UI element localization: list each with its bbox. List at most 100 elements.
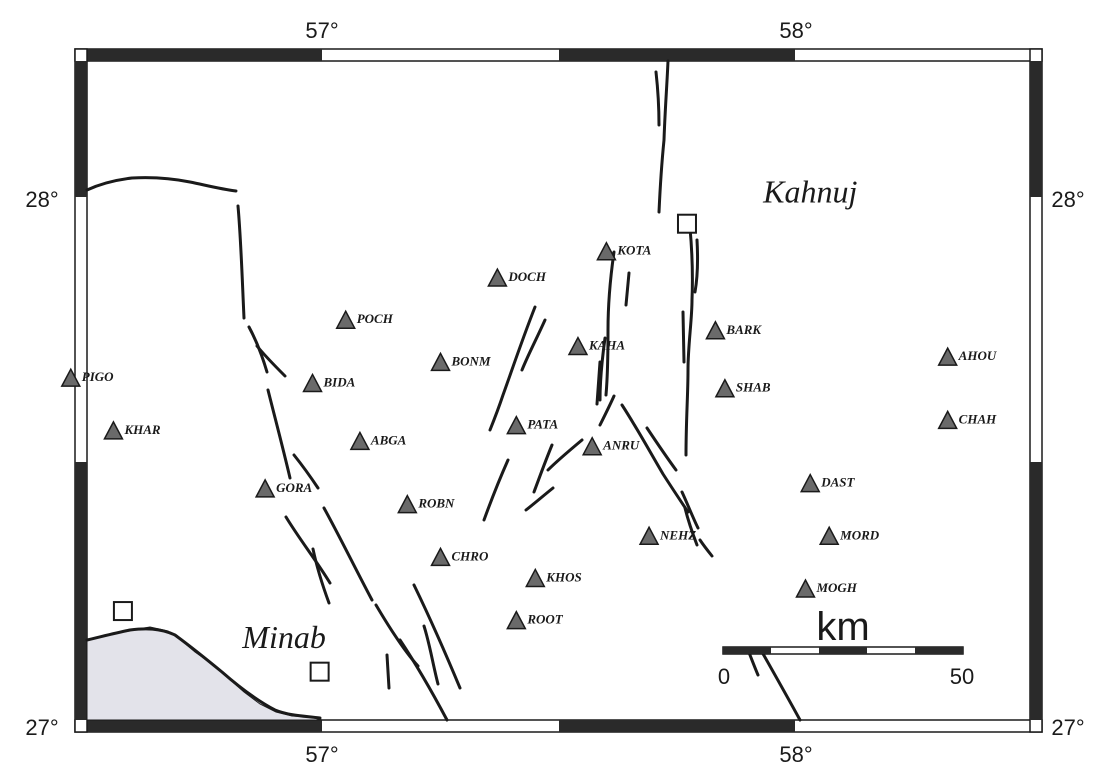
- fault-west-5: [292, 453, 320, 490]
- fault-e-1: [620, 403, 690, 514]
- fault-e-4: [683, 506, 699, 547]
- station-anru: ANRU: [581, 436, 640, 456]
- scale-tick-50: 50: [950, 664, 974, 689]
- fault-sw-1: [488, 305, 537, 432]
- fault-sw-2: [520, 318, 547, 372]
- station-doch: DOCH: [487, 267, 547, 287]
- scale-title: km: [816, 605, 869, 649]
- station-label: ABGA: [370, 432, 407, 447]
- station-nehz: NEHZ: [638, 525, 696, 546]
- fault-e-3: [680, 490, 700, 530]
- station-label: POCH: [357, 311, 394, 326]
- fault-kahnuj-3: [681, 310, 686, 364]
- station-triangle-icon: [567, 335, 589, 356]
- station-triangle-icon: [397, 494, 418, 514]
- station-triangle-icon: [937, 346, 958, 366]
- station-label: AHOU: [958, 348, 997, 363]
- station-triangle-icon: [254, 478, 276, 498]
- station-label: BONM: [451, 353, 491, 368]
- station-label: PATA: [527, 417, 558, 432]
- scale-seg-3: [915, 647, 963, 654]
- station-label: NEHZ: [659, 527, 696, 542]
- scale-seg-1: [723, 647, 771, 654]
- frame-left-dark-2: [75, 462, 87, 720]
- place-label-minab: Minab: [241, 619, 326, 655]
- fault-north-branch: [654, 70, 661, 127]
- station-kota: KOTA: [596, 241, 652, 261]
- fault-central-3: [595, 360, 602, 406]
- coast-town-marker: [112, 601, 133, 622]
- fault-south-2: [322, 506, 374, 602]
- station-chah: CHAH: [937, 409, 997, 430]
- frame-right-dark-2: [1030, 462, 1042, 720]
- station-kaha: KAHA: [567, 335, 625, 356]
- towns-layer: [112, 213, 697, 682]
- station-label: MORD: [839, 527, 880, 542]
- fault-kahnuj-1: [684, 226, 694, 457]
- station-triangle-icon: [799, 472, 821, 493]
- station-triangle-icon: [596, 241, 617, 261]
- station-triangle-icon: [795, 578, 816, 598]
- lon-label-top-57: 57°: [305, 18, 338, 43]
- kahnuj-town-marker: [676, 213, 697, 234]
- station-label: BIDA: [323, 374, 356, 389]
- station-bonm: BONM: [430, 351, 491, 372]
- fault-west-4: [266, 388, 292, 480]
- fault-central-2: [624, 271, 631, 307]
- station-triangle-icon: [335, 309, 356, 329]
- fault-south-8: [385, 653, 391, 690]
- station-abga: ABGA: [349, 430, 407, 451]
- fault-sw-3: [482, 458, 510, 522]
- lat-label-right-28: 28°: [1051, 187, 1084, 212]
- fault-e-2: [645, 426, 678, 472]
- station-label: BARK: [725, 322, 762, 337]
- fault-south-7: [422, 624, 440, 686]
- station-triangle-icon: [103, 420, 124, 440]
- fault-sw-4: [532, 443, 554, 494]
- station-gora: GORA: [254, 478, 313, 498]
- lat-label-left-27: 27°: [25, 715, 58, 740]
- frame-bottom-dark-2: [559, 720, 795, 732]
- station-bida: BIDA: [302, 372, 356, 393]
- station-label: SHAB: [736, 380, 771, 395]
- station-triangle-icon: [349, 430, 371, 451]
- fault-e-5: [698, 538, 714, 558]
- fault-central-4: [598, 336, 607, 402]
- frame-top-dark-2: [559, 49, 795, 61]
- coastline-detail: [85, 627, 322, 720]
- station-mogh: MOGH: [795, 578, 858, 598]
- station-mord: MORD: [818, 525, 880, 546]
- station-label: CHRO: [452, 548, 489, 563]
- minab-town-marker: [309, 661, 330, 682]
- station-triangle-icon: [705, 320, 726, 340]
- station-label: KOTA: [616, 243, 651, 258]
- station-label: KAHA: [588, 338, 625, 353]
- place-label-kahnuj: Kahnuj: [762, 174, 857, 210]
- fault-south-6: [398, 638, 449, 722]
- station-label: ROOT: [526, 612, 563, 627]
- lon-label-bottom-58: 58°: [779, 742, 812, 767]
- fault-south-5: [412, 583, 462, 690]
- station-triangle-icon: [506, 415, 527, 435]
- station-triangle-icon: [525, 567, 546, 588]
- station-triangle-icon: [638, 525, 660, 546]
- lat-label-right-27: 27°: [1051, 715, 1084, 740]
- station-label: DOCH: [507, 269, 546, 284]
- station-pigo: PIGO: [60, 367, 114, 387]
- station-triangle-icon: [430, 351, 451, 372]
- scale-tick-0: 0: [718, 664, 730, 689]
- station-shab: SHAB: [714, 378, 771, 398]
- fault-north-coast: [85, 176, 238, 193]
- fault-kahnuj-2: [693, 238, 700, 294]
- station-robn: ROBN: [397, 494, 455, 514]
- frame-right-dark-1: [1030, 61, 1042, 197]
- fault-south-1: [284, 515, 332, 585]
- lon-label-bottom-57: 57°: [305, 742, 338, 767]
- station-khos: KHOS: [525, 567, 582, 588]
- station-triangle-icon: [430, 546, 451, 567]
- station-poch: POCH: [335, 309, 394, 329]
- station-ahou: AHOU: [937, 346, 997, 366]
- station-label: PIGO: [82, 369, 114, 384]
- map-frame: [74, 48, 1043, 733]
